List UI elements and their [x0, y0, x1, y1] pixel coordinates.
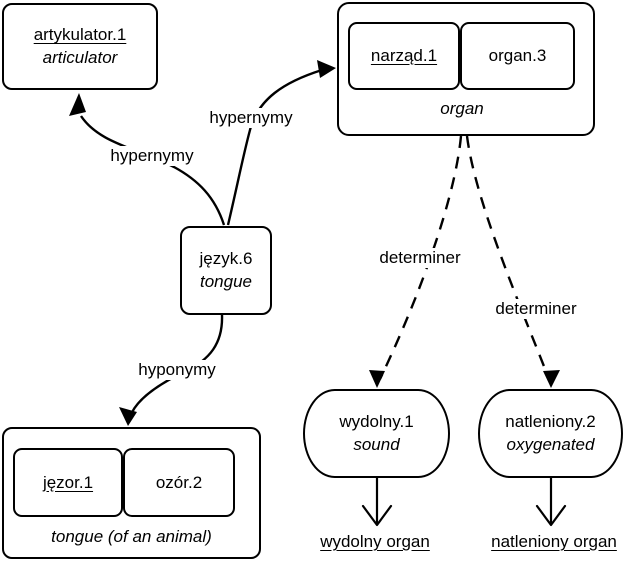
lemma-artykulator: artykulator.1: [33, 25, 127, 45]
arrow-natleniony-to-phrase: [535, 476, 567, 527]
sense-jezor: jęzor.1: [13, 448, 123, 517]
arrowhead-determiner-right-icon: [543, 370, 560, 388]
lemma-ozor: ozór.2: [155, 472, 203, 492]
arrowhead-hyponymy-icon: [119, 407, 137, 426]
lemma-wydolny: wydolny.1: [339, 412, 414, 432]
node-wydolny: wydolny.1 sound: [303, 389, 450, 478]
synset-organ-label: organ: [440, 99, 484, 118]
phrase-natleniony-organ: natleniony organ: [491, 532, 617, 551]
phrase-wydolny-organ: wydolny organ: [320, 532, 430, 551]
hypernymy-edge-to-articulator: [80, 115, 226, 226]
arrowhead-determiner-left-icon: [369, 370, 385, 388]
hypernymy-edge-to-organ: [226, 68, 323, 226]
node-artykulator: artykulator.1 articulator: [2, 3, 158, 90]
gloss-articulator: articulator: [42, 47, 118, 67]
arrow-wydolny-to-phrase: [361, 476, 393, 527]
sense-organ3: organ.3: [460, 22, 575, 90]
lemma-narzad: narząd.1: [370, 46, 438, 65]
sense-narzad: narząd.1: [348, 22, 460, 90]
edge-label-hypernymy-right: hypernymy: [196, 108, 306, 128]
lemma-jezyk: język.6: [199, 249, 253, 269]
determiner-edge-right: [465, 135, 551, 380]
node-jezyk: język.6 tongue: [180, 226, 272, 315]
gloss-tongue: tongue: [200, 271, 252, 291]
edge-label-hypernymy-left: hypernymy: [97, 146, 207, 166]
edge-label-determiner-left: determiner: [365, 248, 475, 268]
synset-tongue-animal-label: tongue (of an animal): [51, 527, 212, 546]
edge-label-hyponymy: hyponymy: [122, 360, 232, 380]
edge-label-determiner-right: determiner: [481, 299, 591, 319]
sense-ozor: ozór.2: [123, 448, 235, 517]
gloss-sound: sound: [353, 434, 400, 454]
gloss-oxygenated: oxygenated: [506, 434, 595, 454]
node-natleniony: natleniony.2 oxygenated: [478, 389, 623, 478]
arrowhead-to-organ-icon: [317, 60, 336, 78]
lemma-organ3: organ.3: [488, 46, 547, 65]
arrowhead-to-articulator-icon: [69, 93, 86, 116]
lemma-jezor: jęzor.1: [42, 472, 94, 492]
lemma-natleniony: natleniony.2: [505, 412, 596, 432]
determiner-edge-left: [378, 135, 463, 380]
